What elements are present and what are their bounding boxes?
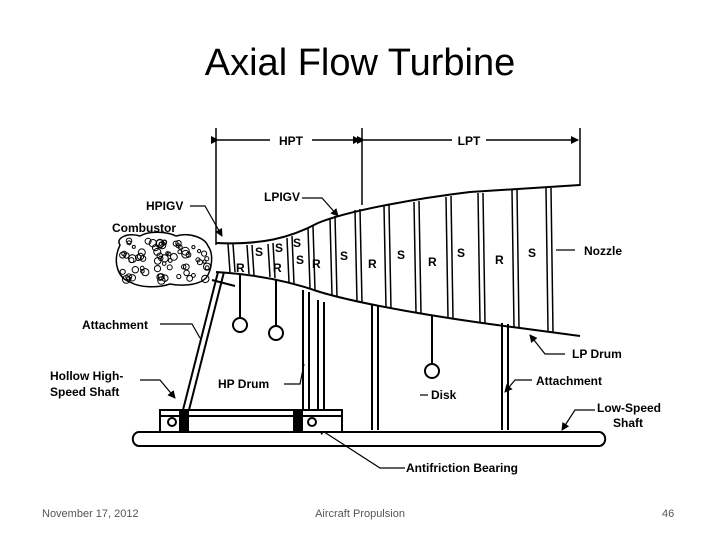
combustor-particle	[181, 246, 190, 256]
stator-letter: S	[255, 245, 263, 259]
combustor-graphic	[115, 231, 213, 288]
rotor-letter: R	[495, 253, 504, 267]
stator-letter: S	[296, 253, 304, 267]
dimension-lines	[211, 128, 581, 245]
hollow-shaft-label-line2: Speed Shaft	[50, 385, 119, 399]
attachment-right-label: Attachment	[536, 374, 602, 388]
combustor-particle	[166, 264, 173, 271]
hollow-high-speed-shaft	[159, 409, 343, 433]
attachment-left-label: Attachment	[82, 318, 148, 332]
hollow-shaft-label-line1: Hollow High-	[50, 369, 123, 383]
combustor-particle	[176, 273, 182, 280]
rotor-letter: R	[368, 257, 377, 271]
combustor-particle	[181, 264, 187, 270]
rotor-letter: R	[312, 257, 321, 271]
combustor-particle	[144, 237, 152, 245]
combustor-particle	[204, 265, 210, 271]
combustor-particle	[201, 250, 208, 257]
low-speed-shaft-label-line1: Low-Speed	[597, 401, 661, 415]
lpigv-label: LPIGV	[264, 190, 300, 204]
low-speed-shaft-label-line2: Shaft	[613, 416, 643, 430]
antifriction-bearing-label: Antifriction Bearing	[406, 461, 518, 475]
stator-letter: S	[340, 249, 348, 263]
stator-letter: S	[397, 248, 405, 262]
combustor-particle	[167, 258, 173, 263]
combustor-particle	[153, 257, 162, 265]
combustor-particle	[131, 266, 140, 274]
combustor-particle	[119, 251, 127, 259]
combustor-particle	[128, 257, 135, 264]
blade-letters: S R S R S S R S R S R S R S	[236, 236, 536, 275]
combustor-label: Combustor	[112, 221, 176, 235]
combustor-particle	[136, 252, 145, 261]
turbine-hub	[215, 271, 581, 337]
stator-letter: S	[457, 246, 465, 260]
combustor-particle	[197, 249, 202, 254]
combustor-particle	[172, 240, 179, 247]
combustor-particle	[153, 265, 162, 273]
rotor-letter: R	[428, 255, 437, 269]
rotor-letter: R	[236, 261, 245, 275]
stator-letter: S	[275, 241, 283, 255]
combustor-particle	[157, 276, 166, 285]
combustor-particle	[151, 244, 160, 252]
hpt-label: HPT	[279, 134, 304, 148]
support-structure	[182, 271, 509, 430]
stator-letter: S	[293, 236, 301, 250]
combustor-particle	[155, 238, 165, 248]
combustor-particle	[201, 274, 210, 284]
combustor-particle	[121, 275, 131, 284]
low-speed-shaft	[131, 431, 607, 447]
combustor-particle	[203, 262, 212, 271]
rotor-letter: R	[273, 261, 282, 275]
combustor-particle	[191, 245, 196, 250]
combustor-particle	[123, 252, 130, 259]
combustor-particle	[183, 269, 190, 277]
combustor-particle	[125, 237, 133, 245]
combustor-particle	[165, 251, 170, 256]
combustor-particle	[125, 273, 133, 281]
hpigv-label: HPIGV	[146, 199, 183, 213]
combustor-particle	[156, 273, 164, 281]
combustor-particle	[137, 248, 146, 257]
combustor-particle	[191, 273, 196, 278]
combustor-particle	[128, 274, 137, 282]
combustor-particle	[119, 268, 126, 275]
combustor-particle	[126, 240, 132, 246]
page-number: 46	[662, 508, 675, 520]
nozzle-label: Nozzle	[584, 244, 622, 258]
blade-rows	[227, 187, 554, 333]
combustor-particle	[161, 239, 167, 246]
lp-drum-label: LP Drum	[572, 347, 622, 361]
combustor-particle	[170, 253, 178, 261]
turbine-casing	[215, 184, 581, 245]
disk-label: Disk	[431, 388, 457, 402]
combustor-particle	[204, 256, 210, 262]
combustor-particle	[202, 259, 207, 264]
hp-drum-label: HP Drum	[218, 377, 269, 391]
stator-letter: S	[528, 246, 536, 260]
combustor-particle	[181, 249, 190, 259]
footer-date: November 17, 2012	[42, 508, 139, 520]
combustor-particle	[134, 254, 142, 262]
combustor-particle	[177, 244, 183, 250]
lpt-label: LPT	[458, 134, 481, 148]
combustor-particle	[141, 268, 150, 277]
slide-title: Axial Flow Turbine	[204, 42, 516, 84]
leader-lines	[140, 197, 595, 469]
footer-center: Aircraft Propulsion	[315, 508, 405, 520]
combustor-particle	[186, 275, 194, 282]
combustor-particle	[131, 244, 136, 249]
